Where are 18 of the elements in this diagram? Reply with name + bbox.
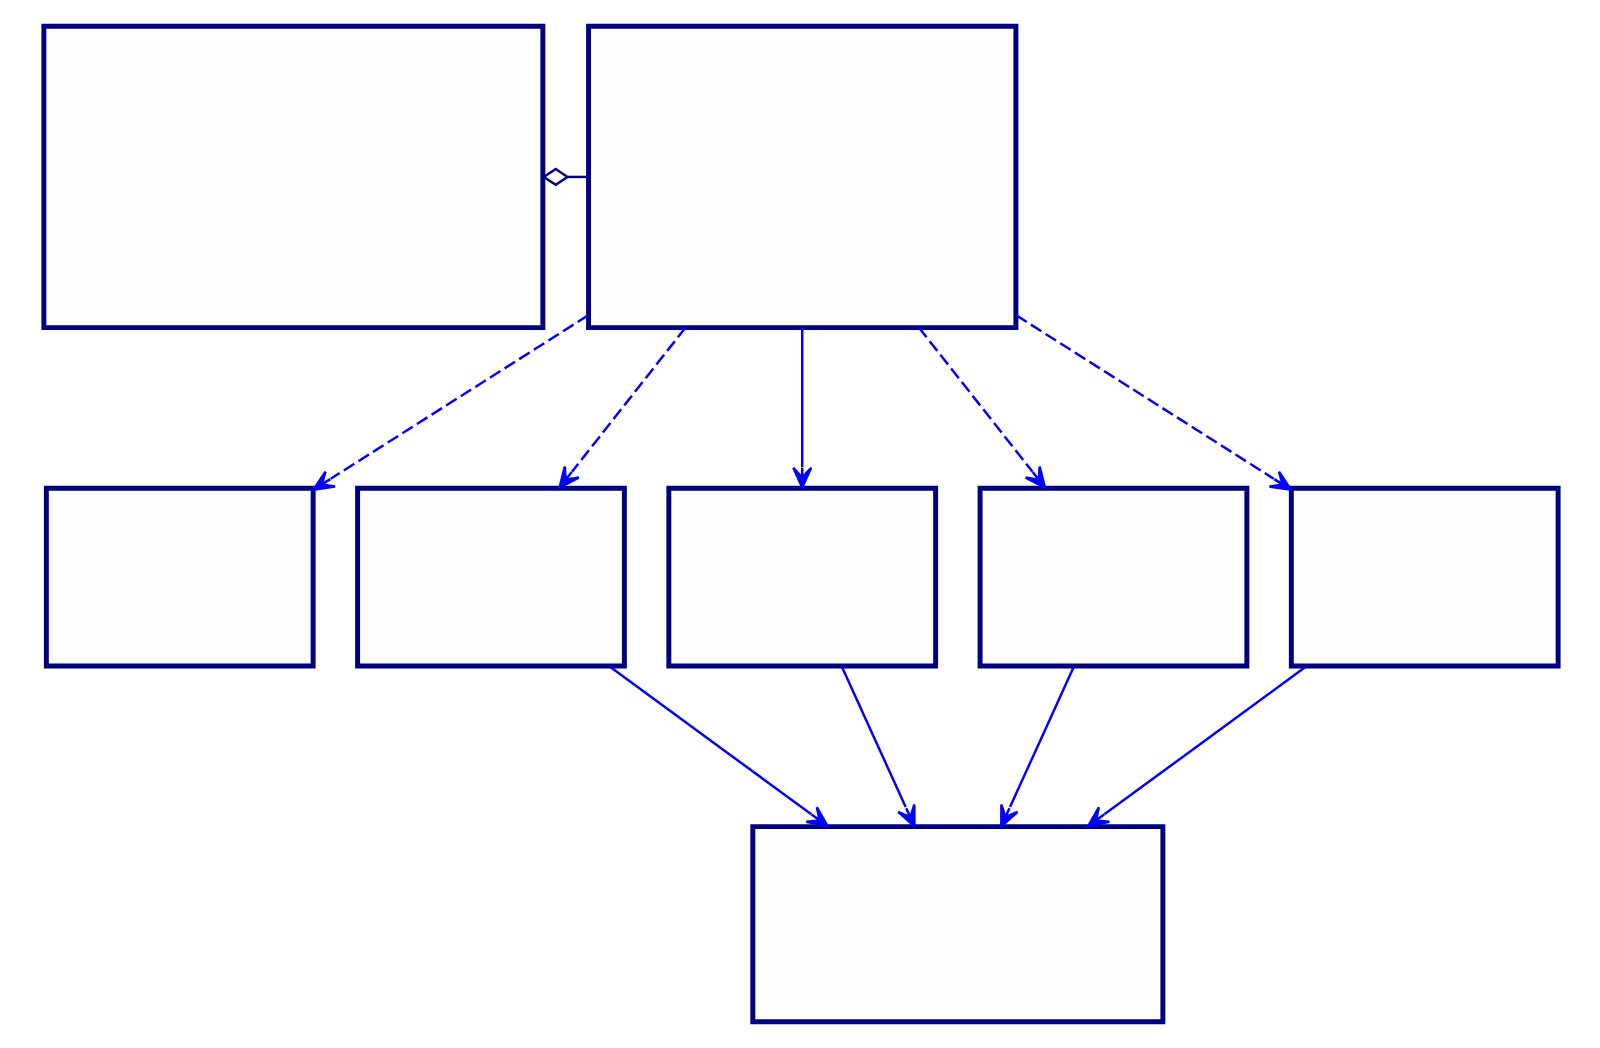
arrow xyxy=(999,666,1074,828)
node-box xyxy=(665,485,938,669)
node-box xyxy=(976,485,1249,669)
arrow xyxy=(1014,314,1292,491)
node-box xyxy=(42,485,315,669)
arrow xyxy=(917,326,1046,489)
arrow xyxy=(1085,665,1306,828)
connector xyxy=(540,167,588,187)
node-box xyxy=(585,23,1018,331)
arrow xyxy=(791,327,812,489)
node-box xyxy=(40,23,545,331)
arrow xyxy=(608,665,828,828)
node-box xyxy=(354,485,626,669)
arrow xyxy=(311,314,588,491)
node-box xyxy=(749,824,1165,1025)
node-box xyxy=(1287,485,1560,669)
arrow xyxy=(839,666,915,828)
arrow xyxy=(557,326,686,489)
